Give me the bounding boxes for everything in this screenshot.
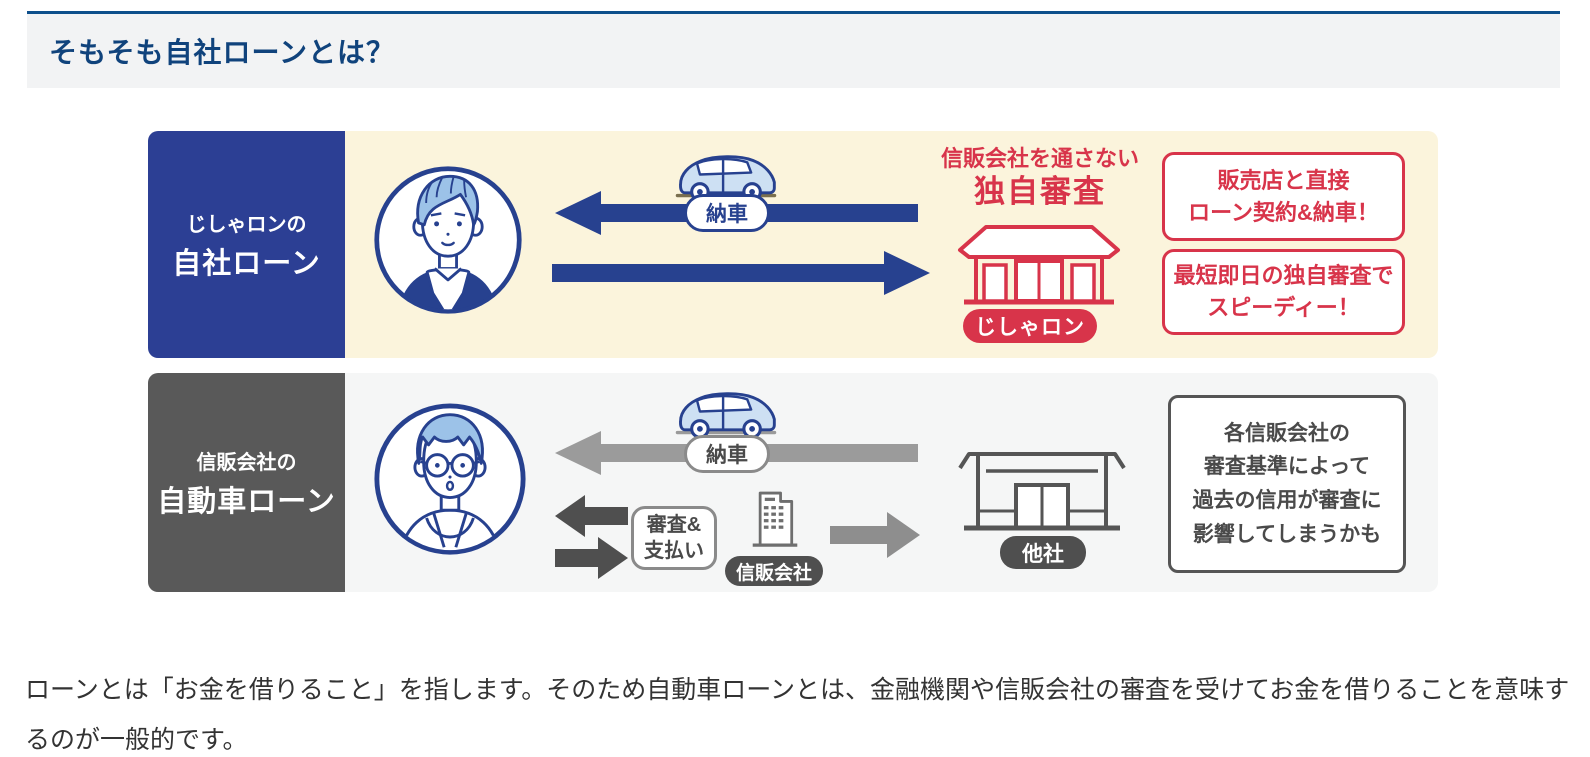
note-line4: 影響してしまうかも xyxy=(1192,522,1382,546)
row2-label-line1: 信販会社の xyxy=(196,451,297,474)
delivery-pill: 納車 xyxy=(684,194,770,232)
benefit-box-2: 最短即日の独自審査で スピーディー！ xyxy=(1162,249,1405,335)
row2-label-line2: 自動車ローン xyxy=(157,485,336,518)
caption-line1: 信販会社を通さない xyxy=(940,146,1139,171)
jisharon-store-label: じしゃロン xyxy=(975,316,1085,339)
other-company-pill: 他社 xyxy=(1000,536,1086,569)
delivery-pill-label: 納車 xyxy=(706,444,748,467)
credit-note-box: 各信販会社の 審査基準によって 過去の信用が審査に 影響してしまうかも xyxy=(1168,395,1406,573)
benefit-box-1: 販売店と直接 ローン契約&納車！ xyxy=(1162,152,1405,241)
benefit1-line2: ローン契約&納車！ xyxy=(1188,199,1379,225)
storefront-icon xyxy=(954,217,1124,314)
diagram-row-credit-loan: 信販会社の 自動車ローン xyxy=(148,373,1438,592)
diagram-row-jisharon-loan: じしゃロンの 自社ローン xyxy=(148,131,1438,358)
customer-avatar-glasses-icon xyxy=(372,401,528,562)
row1-label-line2: 自社ローン xyxy=(172,247,321,280)
other-company-label: 他社 xyxy=(1022,542,1064,566)
note-line1: 各信販会社の xyxy=(1224,421,1350,445)
jisharon-store-pill: じしゃロン xyxy=(963,309,1097,343)
car-icon xyxy=(668,385,784,442)
contract-arrow-right xyxy=(552,251,930,295)
benefit2-line1: 最短即日の独自審査で xyxy=(1173,263,1394,289)
finance-company-label: 信販会社 xyxy=(735,562,812,584)
delivery-pill: 納車 xyxy=(684,435,770,473)
screening-line2: 支払い xyxy=(644,540,704,562)
section-header: そもそも自社ローンとは？ xyxy=(27,14,1560,88)
row1-label-line1: じしゃロンの xyxy=(186,213,307,236)
delivery-pill-label: 納車 xyxy=(706,203,748,226)
page-title: そもそも自社ローンとは？ xyxy=(49,37,396,68)
original-screening-caption: 信販会社を通さない 独自審査 xyxy=(895,145,1185,211)
screening-line1: 審査& xyxy=(646,514,702,536)
office-building-icon xyxy=(749,485,801,560)
purchase-arrow-right xyxy=(830,512,920,558)
benefit1-line1: 販売店と直接 xyxy=(1217,167,1350,193)
payment-arrow-right xyxy=(555,537,628,579)
screening-payment-box: 審査& 支払い xyxy=(631,506,717,570)
row2-label: 信販会社の 自動車ローン xyxy=(148,373,345,592)
note-line2: 審査基準によって xyxy=(1203,455,1371,479)
note-line3: 過去の信用が審査に xyxy=(1192,489,1382,512)
header-accent-rule xyxy=(27,11,1560,14)
row1-label: じしゃロンの 自社ローン xyxy=(148,131,345,358)
customer-avatar-icon xyxy=(372,164,524,321)
screening-arrow-left xyxy=(555,495,628,537)
benefit2-line2: スピーディー！ xyxy=(1207,295,1360,320)
other-storefront-icon xyxy=(952,441,1132,541)
caption-line2: 独自審査 xyxy=(974,173,1106,209)
body-paragraph: ローンとは「お金を借りること」を指します。そのため自動車ローンとは、金融機関や信… xyxy=(25,676,1570,754)
finance-company-pill: 信販会社 xyxy=(725,556,823,586)
